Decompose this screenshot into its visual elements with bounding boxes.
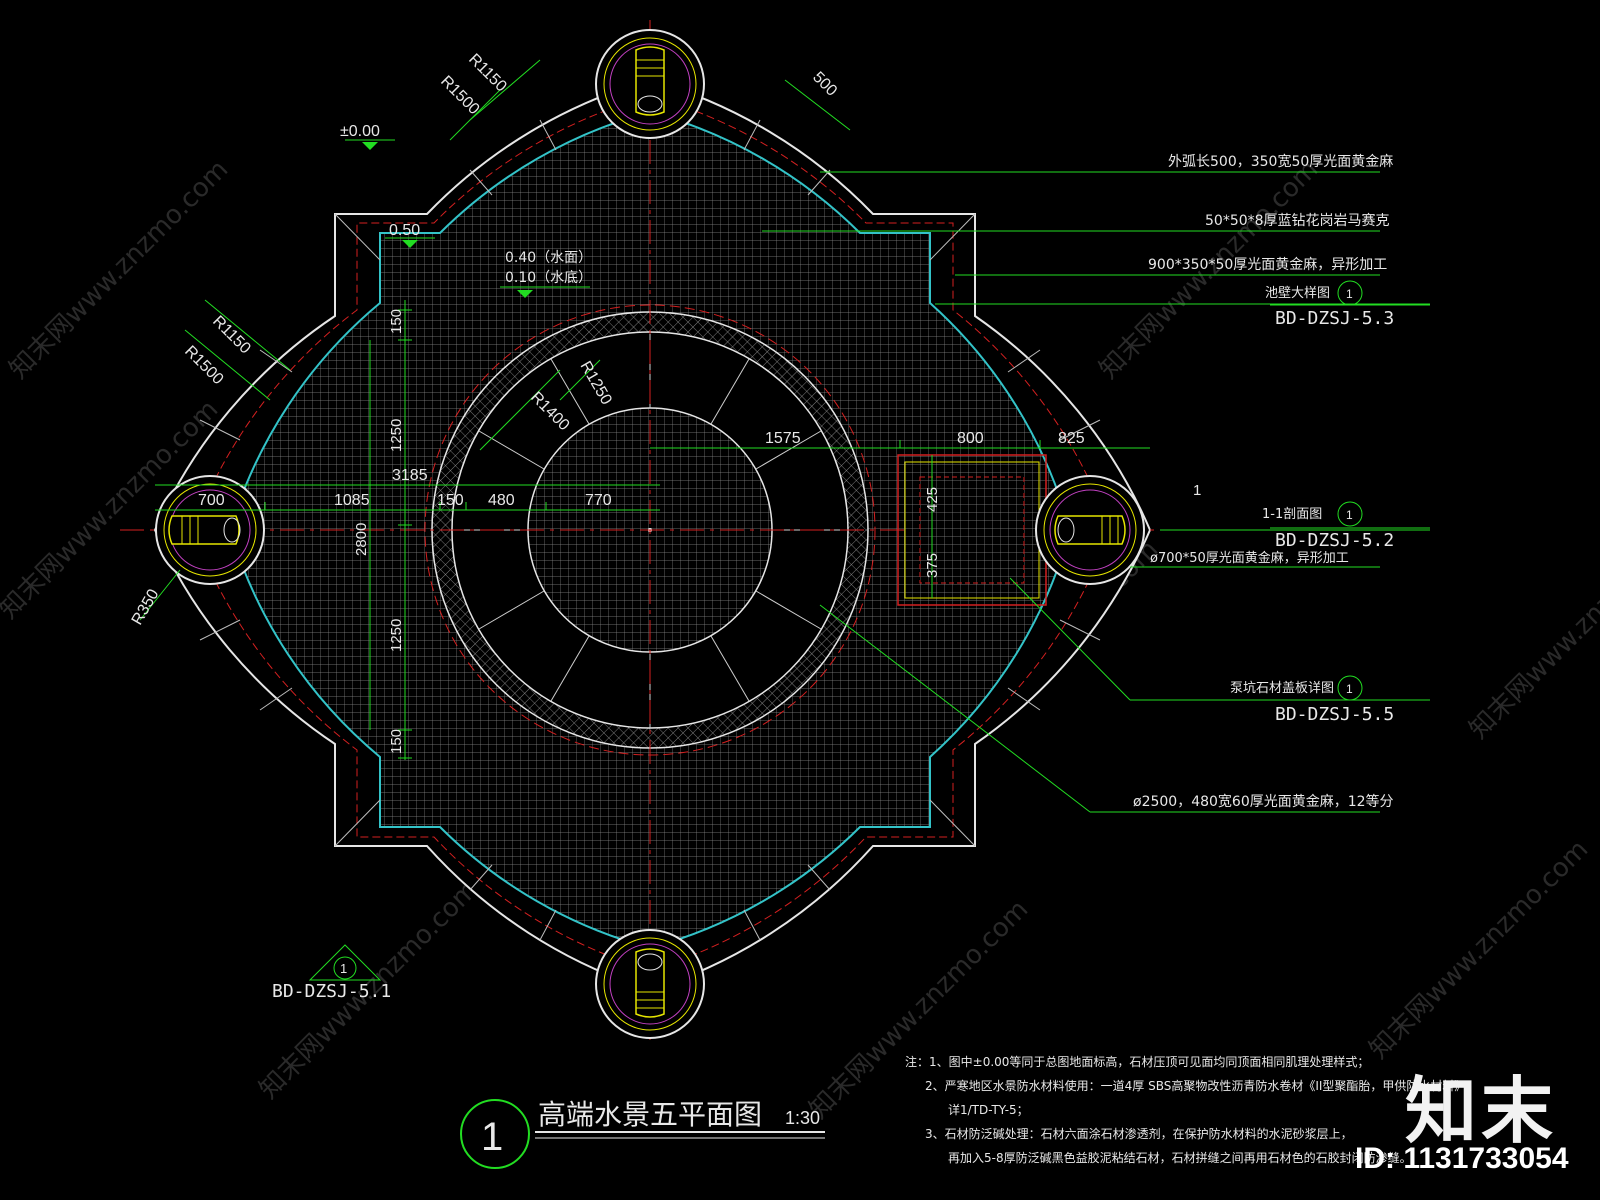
watermark-text: 知末网www.znzmo.com [1464, 514, 1600, 745]
dim-r350: R350 [129, 586, 163, 628]
note-line-4: 3、石材防泛碱处理：石材六面涂石材渗透剂，在保护防水材料的水泥砂浆层上， [925, 1126, 1353, 1141]
section-mark: 1 [1193, 482, 1201, 499]
id-label: ID: 1131733054 [1355, 1142, 1569, 1175]
notes-block: 注：1、图中±0.00等同于总图地面标高，石材压顶可见面均同顶面相同肌理处理样式… [905, 1054, 1466, 1165]
callout-outer-arc: 外弧长500，350宽50厚光面黄金麻 [1168, 153, 1393, 170]
dim-1575: 1575 [765, 430, 801, 447]
dim-500: 500 [809, 69, 840, 100]
level-pool-bottom: 0.10（水底） [505, 270, 592, 286]
nozzle-bottom [595, 929, 705, 1039]
dim-r1150-top: R1150 [465, 51, 510, 96]
level-ground: ±0.00 [340, 123, 380, 140]
level-triangle-icon [362, 142, 378, 150]
title-block: 1 高端水景五平面图 1:30 [481, 1098, 820, 1159]
level-triangle-icon [517, 290, 533, 298]
dim-150-mid: 150 [437, 492, 464, 509]
dim-800: 800 [957, 430, 984, 447]
callout-wall-detail-ref: BD-DZSJ-5.3 [1275, 308, 1394, 329]
callout-ring-stone: ø2500，480宽60厚光面黄金麻，12等分 [1133, 793, 1394, 810]
dim-r1500-top: R1500 [437, 73, 482, 118]
dim-r1500-left: R1500 [181, 343, 226, 388]
leader-lines [762, 171, 1430, 813]
callout-section-num: 1 [1346, 508, 1353, 522]
callout-wall-detail: 池壁大样图 [1265, 286, 1330, 301]
callout-section-ref: BD-DZSJ-5.2 [1275, 530, 1394, 551]
pump-pit [897, 454, 1047, 606]
dim-150-top: 150 [388, 309, 405, 334]
level-labels: ±0.00 0.50 0.40（水面） 0.10（水底） [340, 123, 592, 286]
dim-1085: 1085 [334, 492, 370, 509]
note-line-1: 注：1、图中±0.00等同于总图地面标高，石材压顶可见面均同顶面相同肌理处理样式… [905, 1054, 1369, 1069]
drawing-title: 高端水景五平面图 [538, 1098, 762, 1131]
nozzle-right [1035, 475, 1145, 585]
dim-700: 700 [198, 492, 225, 509]
nozzle-left [155, 475, 265, 585]
dim-1250-upper: 1250 [388, 419, 405, 452]
brand-logo: 知末 [1405, 1069, 1558, 1153]
callout-pump-cover-num: 1 [1346, 682, 1353, 696]
dim-2800: 2800 [353, 523, 370, 556]
drawing-scale: 1:30 [785, 1108, 820, 1128]
dim-150-bottom: 150 [388, 729, 405, 754]
callout-wall-detail-num: 1 [1346, 287, 1353, 301]
callout-nozzle-ring: ø700*50厚光面黄金麻，异形加工 [1150, 550, 1349, 566]
dim-3185: 3185 [392, 467, 428, 484]
dimension-lines [139, 59, 1150, 760]
callout-mosaic: 50*50*8厚蓝钻花岗岩马赛克 [1205, 213, 1390, 229]
nozzle-top [595, 29, 705, 139]
dim-425: 425 [924, 487, 941, 512]
note-line-5: 再加入5-8厚防泛碱黑色益胶泥粘结石材，石材拼缝之间再用石材色的石胶封闭防渗缝。 [948, 1150, 1412, 1165]
bottom-ref-code: BD-DZSJ-5.1 [272, 981, 391, 1002]
note-line-3: 详1/TD-TY-5； [948, 1102, 1029, 1117]
title-index: 1 [481, 1115, 503, 1159]
level-markers [345, 139, 590, 298]
note-line-2: 2、严寒地区水景防水材料使用：一道4厚 SBS高聚物改性沥青防水卷材《II型聚酯… [925, 1078, 1466, 1093]
callout-pump-cover-ref: BD-DZSJ-5.5 [1275, 704, 1394, 725]
callout-labels: 外弧长500，350宽50厚光面黄金麻 50*50*8厚蓝钻花岗岩马赛克 900… [1133, 153, 1394, 810]
dim-1250-lower: 1250 [388, 619, 405, 652]
callout-granite-coping: 900*350*50厚光面黄金麻，异形加工 [1148, 256, 1387, 273]
bottom-reference: 1 BD-DZSJ-5.1 [272, 961, 391, 1002]
level-triangle-icon [402, 240, 418, 248]
title-bubble [460, 1099, 825, 1169]
callout-pump-cover: 泵坑石材盖板详图 [1230, 681, 1334, 696]
callout-section: 1-1剖面图 [1262, 507, 1322, 522]
level-rim: 0.50 [389, 222, 420, 239]
dim-770: 770 [585, 492, 612, 509]
watermark-text: 知末网www.znzmo.com [1364, 834, 1595, 1065]
ref-bubbles [308, 280, 1430, 981]
dim-375: 375 [924, 553, 941, 578]
bottom-ref-num: 1 [340, 961, 347, 976]
level-water-surface: 0.40（水面） [505, 250, 592, 266]
dim-480: 480 [488, 492, 515, 509]
dim-825: 825 [1058, 430, 1085, 447]
